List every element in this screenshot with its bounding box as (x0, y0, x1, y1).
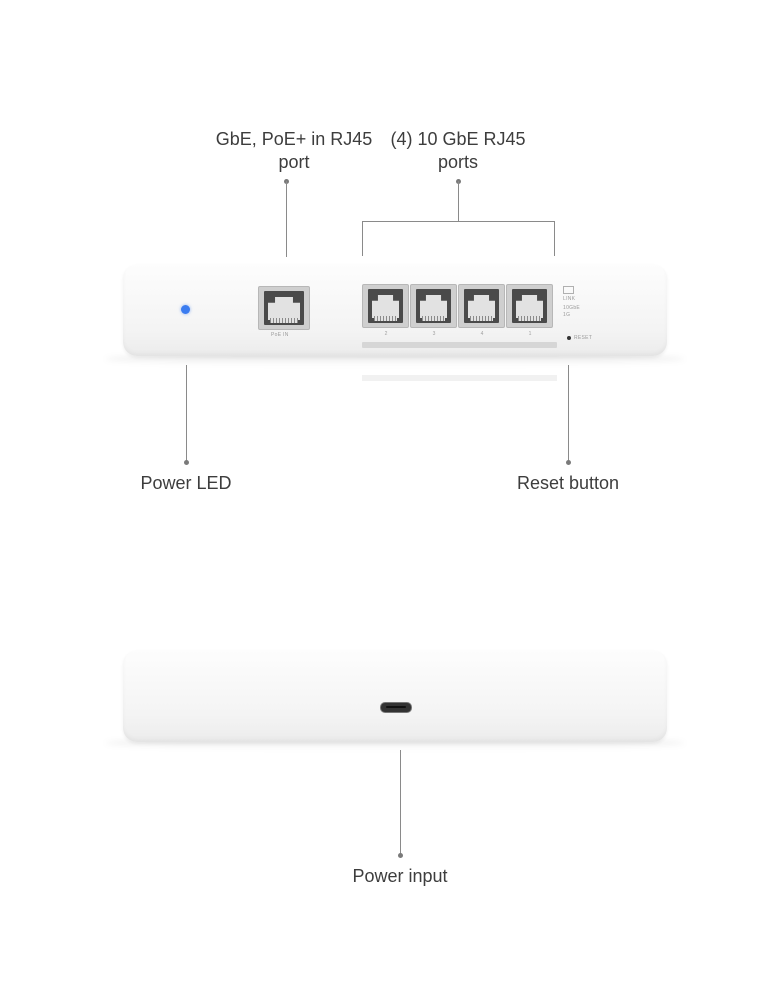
ten-gbe-port-4-jack (512, 289, 547, 323)
power-input-label: Power input (352, 866, 448, 886)
ten-gbe-port-2-jack (416, 289, 451, 323)
ten-gbe-port-1-jack (368, 289, 403, 323)
ten-gbe-port-3 (458, 284, 505, 328)
speed-legend-link: LINK (563, 296, 576, 302)
port-light-bar (362, 342, 557, 348)
speed-legend-icon (563, 286, 574, 294)
front-device-reflection (362, 375, 557, 381)
usb-c-port-tongue (386, 706, 406, 708)
ten-gbe-port-3-jack (464, 289, 499, 323)
ten-gbe-port-1-pins (374, 316, 397, 321)
uplink-port-jack (264, 291, 304, 325)
ten-gbe-port-3-pins (470, 316, 493, 321)
ten-gbe-callout-line (458, 181, 459, 221)
uplink-callout-line (286, 181, 287, 257)
power-led-callout-dot (184, 460, 189, 465)
ten-gbe-port-3-well (468, 295, 495, 318)
ten-gbe-port-2 (410, 284, 457, 328)
power-led-label: Power LED (140, 473, 232, 493)
uplink-port-label: GbE, PoE+ in RJ45 port (194, 128, 394, 174)
usb-c-power-port[interactable] (380, 702, 412, 713)
power-input-callout-dot (398, 853, 403, 858)
reset-button[interactable] (567, 336, 571, 340)
rear-device-body (123, 650, 667, 742)
ten-gbe-port-2-well (420, 295, 447, 318)
port-number-label: 4 (480, 331, 484, 337)
reset-text: RESET (574, 335, 593, 341)
port-number-label: 2 (384, 331, 388, 337)
reset-button-label: Reset button (516, 473, 620, 493)
ten-gbe-port-4-well (516, 295, 543, 318)
power-led-callout-line (186, 365, 187, 461)
reset-callout-dot (566, 460, 571, 465)
ten-gbe-bracket-top (362, 221, 555, 222)
ten-gbe-bracket-left (362, 221, 363, 256)
power-led-indicator (181, 305, 190, 314)
uplink-port-pins (270, 318, 298, 323)
front-device-body: PoE IN 2 3 4 1 LINK 10GbE 1G RESET (123, 264, 667, 356)
speed-legend-10g: 10GbE (563, 305, 581, 311)
ten-gbe-port-4 (506, 284, 553, 328)
speed-legend-1g: 1G (563, 312, 571, 318)
ten-gbe-ports-label-line1: (4) 10 GbE RJ45 (390, 129, 526, 149)
ten-gbe-port-1 (362, 284, 409, 328)
ten-gbe-ports-label: (4) 10 GbE RJ45 ports (368, 128, 548, 174)
port-number-label: 3 (432, 331, 436, 337)
ten-gbe-port-2-pins (422, 316, 445, 321)
power-input-callout-line (400, 750, 401, 854)
port-number-label: 1 (528, 331, 532, 337)
uplink-port-text: PoE IN (271, 332, 289, 338)
uplink-port-well (268, 297, 300, 320)
ten-gbe-port-1-well (372, 295, 399, 318)
reset-callout-line (568, 365, 569, 461)
ten-gbe-ports-label-line2: ports (437, 152, 479, 172)
ten-gbe-bracket-right (554, 221, 555, 256)
uplink-port-label-line2: port (278, 152, 310, 172)
ten-gbe-port-4-pins (518, 316, 541, 321)
uplink-port (258, 286, 310, 330)
uplink-port-label-line1: GbE, PoE+ in RJ45 (215, 129, 373, 149)
